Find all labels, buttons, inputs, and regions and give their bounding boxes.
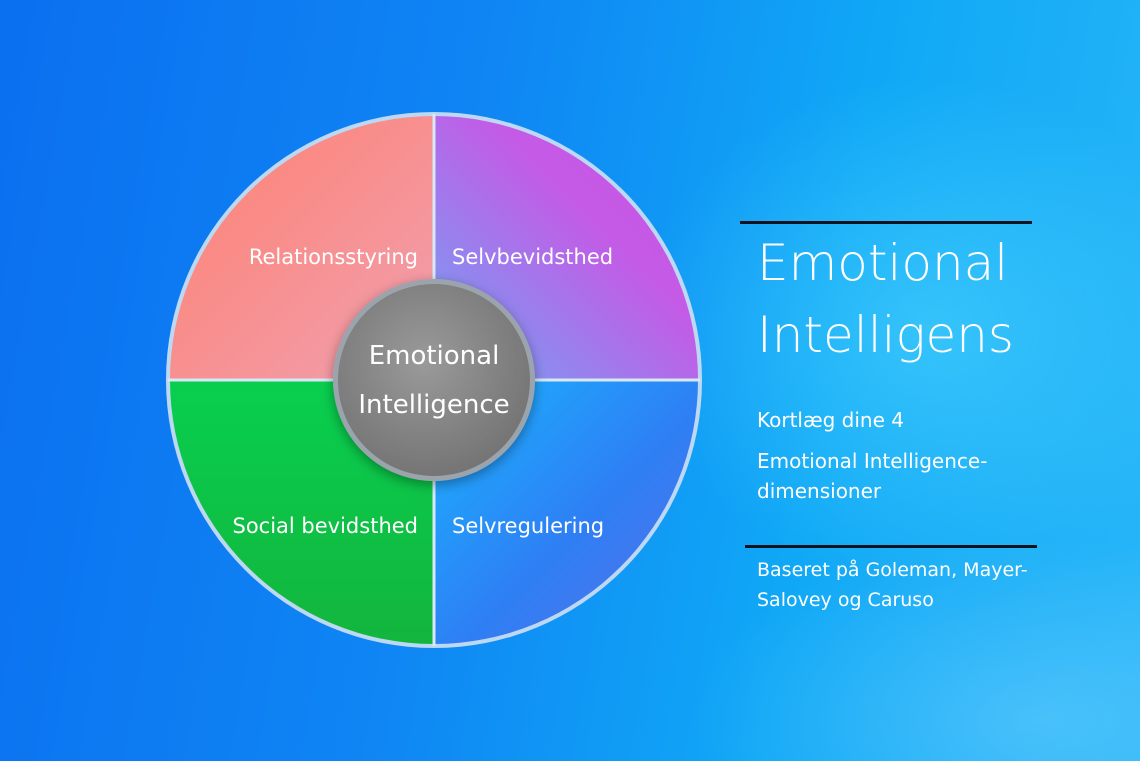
label-relationsstyring: Relationsstyring bbox=[249, 245, 418, 269]
center-label-line2: Intelligence bbox=[358, 390, 509, 420]
panel-source-line1: Baseret på Goleman, Mayer- bbox=[757, 559, 1028, 581]
panel-title-line1: Emotional bbox=[757, 234, 1009, 292]
label-social-bevidsthed: Social bevidsthed bbox=[232, 514, 418, 538]
panel-subtitle-line2: Emotional Intelligence- bbox=[757, 449, 988, 473]
title-top-rule bbox=[740, 221, 1032, 224]
label-selvregulering: Selvregulering bbox=[452, 514, 604, 538]
panel-title-line2: Intelligens bbox=[757, 306, 1014, 364]
label-selvbevidsthed: Selvbevidsthed bbox=[452, 245, 613, 269]
center-label-line1: Emotional bbox=[369, 341, 500, 371]
center-hub bbox=[333, 279, 535, 481]
panel-subtitle-line1: Kortlæg dine 4 bbox=[757, 408, 904, 432]
source-top-rule bbox=[745, 545, 1037, 548]
panel-subtitle-line3: dimensioner bbox=[757, 479, 882, 503]
panel-source-line2: Salovey og Caruso bbox=[757, 589, 934, 611]
